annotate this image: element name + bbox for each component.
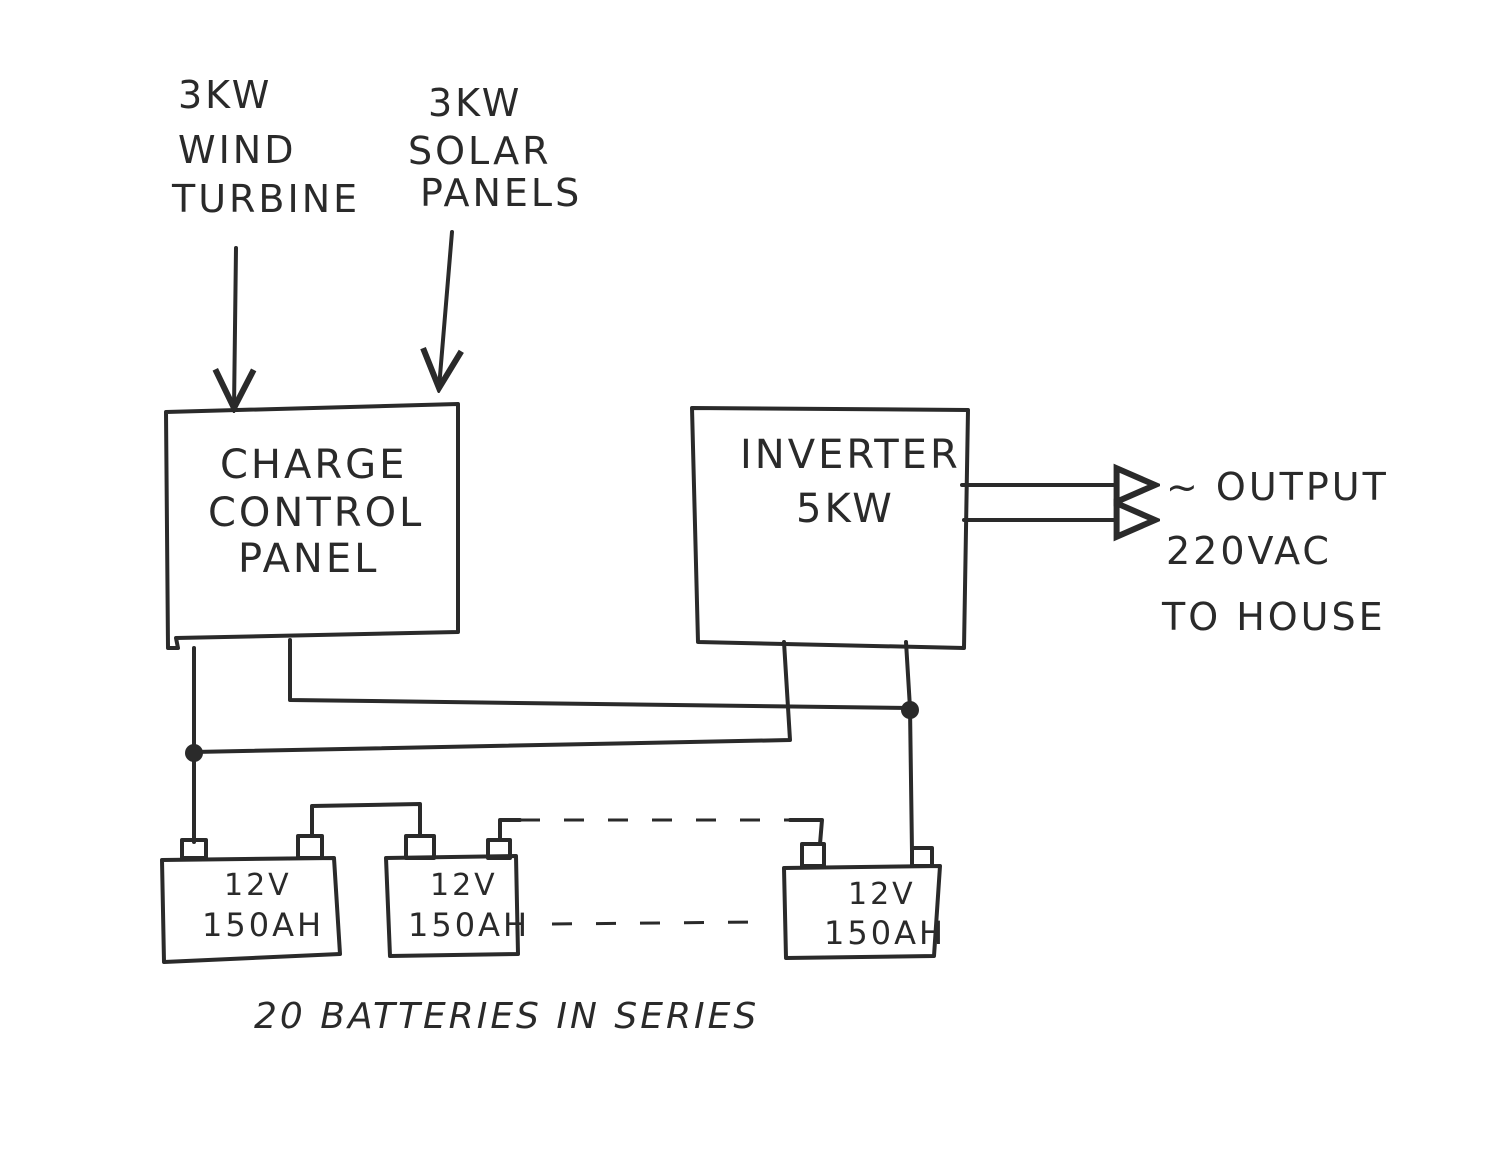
battery-1: 12V 150AH: [160, 834, 342, 964]
battery-2-voltage: 12V: [430, 868, 498, 903]
solar-input-arrow: [439, 230, 452, 388]
battery-n-capacity: 150AH: [824, 914, 946, 952]
solar-device-text: PANELS: [420, 171, 582, 215]
battery-2-body: [384, 854, 520, 958]
battery-2-terminal-left: [404, 834, 436, 860]
battery-1-terminal-right: [296, 834, 324, 860]
battery-n-terminal-right: [910, 846, 934, 868]
junction-to-inverter-wire-a: [192, 640, 792, 754]
battery-n-voltage: 12V: [848, 877, 916, 912]
inverter-label: INVERTER 5KW: [740, 432, 961, 532]
battery-n-lead: [788, 818, 824, 846]
wind-turbine-label: 3KW WIND TURBINE: [171, 73, 360, 221]
wind-input-arrow: [234, 246, 236, 408]
inverter-line-2: 5KW: [796, 486, 895, 532]
solar-panels-label: 3KW SOLAR PANELS: [408, 81, 582, 215]
battery-1-voltage: 12V: [224, 868, 292, 903]
battery-2-capacity: 150AH: [408, 906, 530, 944]
inverter-box: [690, 406, 970, 650]
output-line-1: ~ OUTPUT: [1166, 465, 1389, 509]
output-label: ~ OUTPUT 220VAC TO HOUSE: [1161, 465, 1389, 639]
charge-line-1: CHARGE: [220, 442, 407, 488]
battery-n-body: [782, 864, 942, 960]
output-line-3: TO HOUSE: [1161, 595, 1386, 639]
battery-1-body: [160, 856, 342, 964]
battery-1-capacity: 150AH: [202, 906, 324, 944]
battery-n: 12V 150AH: [782, 842, 946, 960]
series-link-dashed-middle: [551, 920, 761, 926]
charge-line-3: PANEL: [238, 536, 379, 582]
battery-1-to-2-link: [310, 802, 422, 838]
battery-bank-caption: 20 BATTERIES IN SERIES: [254, 996, 759, 1037]
charge-control-panel-box: [164, 402, 460, 650]
solar-power-text: 3KW: [428, 81, 522, 125]
wind-power-text: 3KW: [178, 73, 272, 117]
output-line-2: 220VAC: [1166, 529, 1332, 573]
inverter-line-1: INVERTER: [740, 432, 961, 478]
wind-type-text: WIND: [178, 128, 296, 172]
battery-2-lead: [498, 818, 522, 842]
battery-2: 12V 150AH: [384, 834, 530, 958]
controller-to-inverter-wire-b: [288, 638, 912, 710]
battery-n-terminal-left: [800, 842, 826, 868]
junction-dot-right: [901, 701, 919, 719]
solar-type-text: SOLAR: [408, 129, 551, 173]
charge-control-panel-label: CHARGE CONTROL PANEL: [208, 442, 424, 582]
junction-dot-left: [185, 744, 203, 762]
wind-device-text: TURBINE: [171, 177, 360, 221]
inverter-to-battery-negative-wire: [904, 640, 914, 854]
charge-line-2: CONTROL: [208, 490, 424, 536]
